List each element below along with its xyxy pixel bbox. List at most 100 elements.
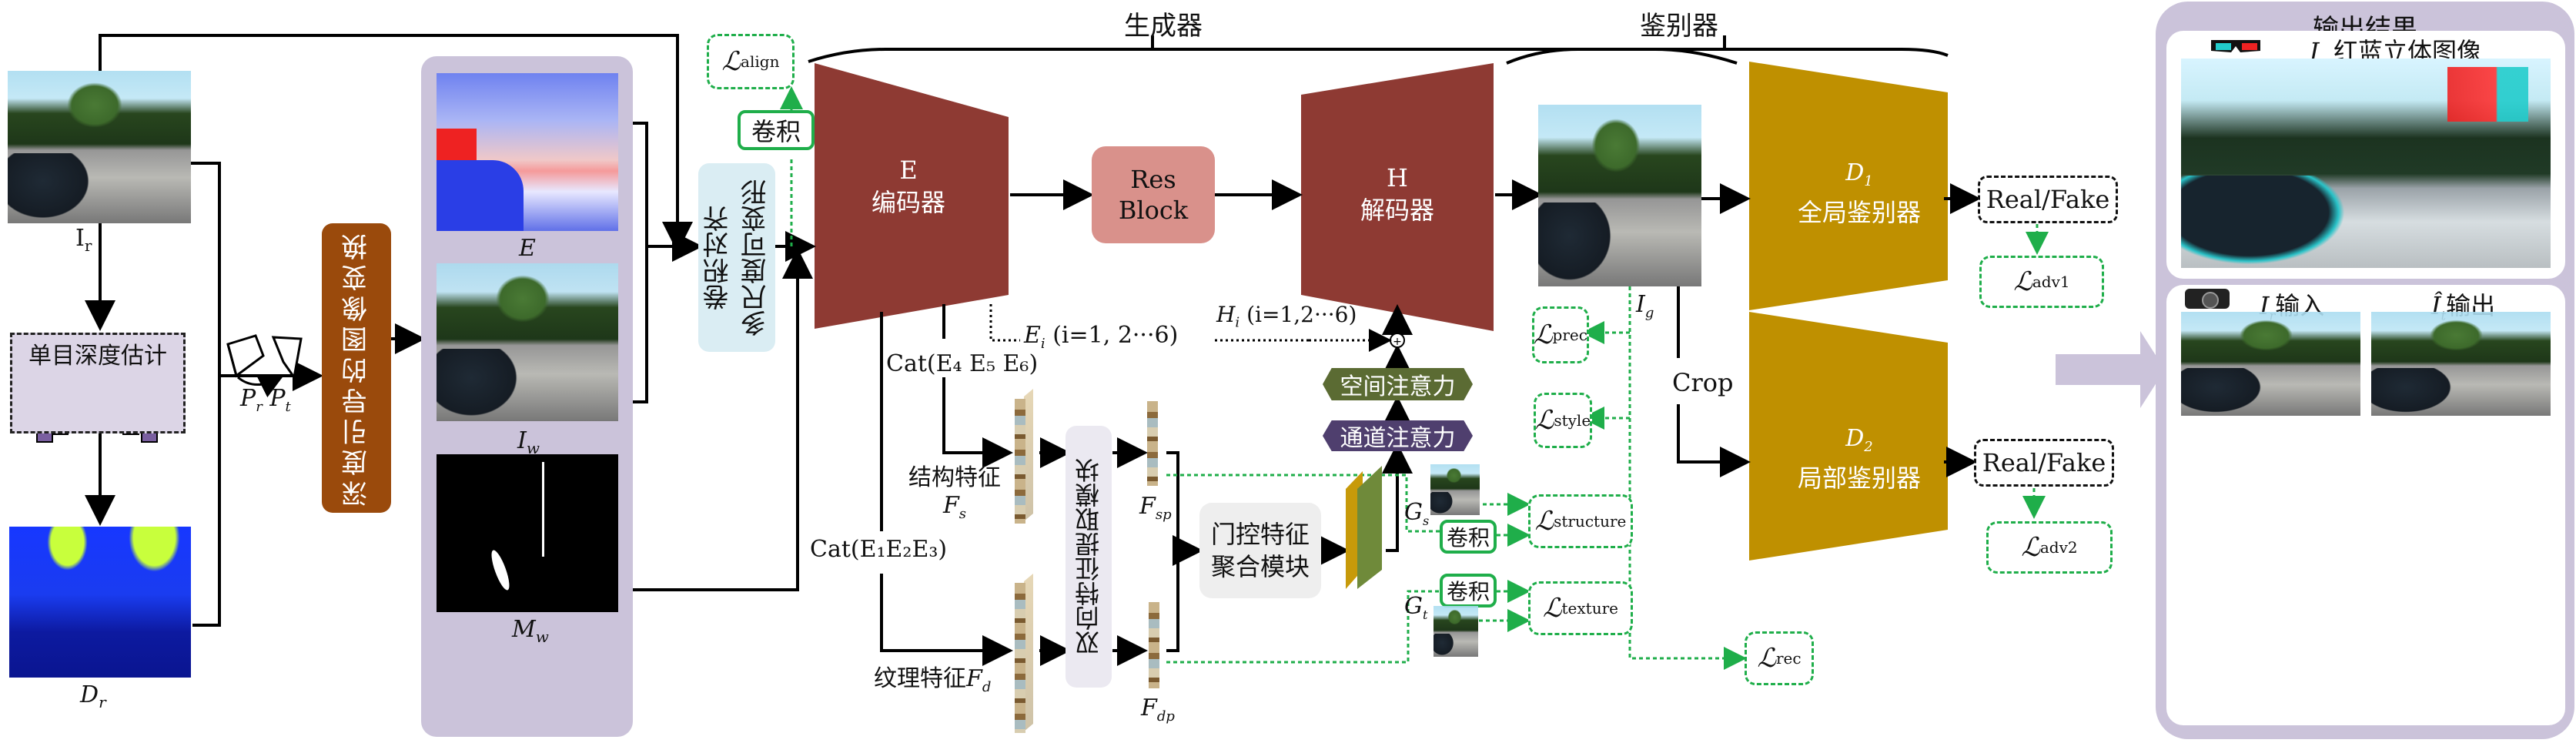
structure-conv-box: 卷积 [1440,520,1497,554]
cat-high-label: Cat(E₄ E₅ E₆) [886,350,1039,377]
texture-output-subscript: dp [1156,708,1175,725]
output-flow-arrow [2056,331,2165,408]
bidirectional-extraction-module: 双向特征提取模块 [1066,426,1112,688]
loss-style-subscript: style [1554,411,1591,430]
d2-label: D2 局部鉴别器 [1794,423,1925,494]
output-image [2371,312,2551,416]
loss-align-symbol: ℒ [721,46,741,77]
occlusion-mask-label: Mw [512,616,549,646]
align-conv-box: 卷积 [738,110,815,150]
add-symbol: + [1393,336,1402,348]
warped-image-subscript: w [526,439,540,457]
crop-label: Crop [1672,368,1734,397]
structure-output-subscript: sp [1155,507,1172,523]
occlusion-mask-subscript: w [535,628,549,646]
loss-structure-subscript: structure [1554,512,1627,530]
structure-feature-label: 结构特征 Fs [908,458,1001,522]
generated-image [1538,105,1701,286]
error-map-label: E [519,235,536,262]
d2-symbol: D [1845,425,1865,452]
gated-aggregation-module: 门控特征 聚合模块 [1199,503,1321,598]
depth-map-label: Dr [80,681,106,711]
d2-name: 局部鉴别器 [1797,464,1921,493]
texture-output-label: Fdp [1141,694,1175,725]
structure-output-label: Fsp [1139,493,1172,523]
texture-conv-box: 卷积 [1440,574,1497,607]
loss-adv2-subscript: adv2 [2039,538,2078,557]
res-block-line2: Block [1118,196,1189,225]
occlusion-mask-symbol: M [512,616,536,643]
gated-aggregation-label-2: 聚合模块 [1210,552,1310,581]
res-block: Res Block [1092,146,1215,243]
reference-image [8,71,191,223]
generator-brace [808,35,1738,65]
d1-subscript: 1 [1864,173,1873,189]
decoder-label: H 解码器 [1336,162,1459,226]
res-block-line1: Res [1130,165,1176,194]
structure-feature-subscript: s [958,506,967,522]
deformable-alignment-module: 多尺度可变形 卷积对齐 [698,163,775,352]
structure-guidance-subscript: s [1422,514,1430,528]
structure-guidance-image [1430,464,1480,515]
loss-style-symbol: ℒ [1534,405,1554,436]
loss-rec-subscript: rec [1775,649,1802,668]
structure-guidance-label: Gs [1404,499,1429,528]
texture-output-feature-map [1149,602,1159,688]
pose-t-subscript: t [285,399,291,415]
pose-r-subscript: r [256,399,263,415]
encoder-skip-subscript: i [1040,336,1045,352]
generated-image-subscript: g [1644,305,1654,321]
depth-map-subscript: r [99,693,106,711]
loss-texture-symbol: ℒ [1543,593,1562,624]
structure-output-feature-map [1147,401,1158,486]
loss-texture-subscript: texture [1561,599,1618,617]
d1-label: D1 全局鉴别器 [1794,158,1925,228]
decoder-skip-subscript: i [1235,314,1240,331]
input-image [2181,312,2360,416]
texture-guidance-symbol: G [1404,593,1423,620]
warped-image-symbol: I [517,427,527,454]
encoder-skip-range: (i=1, 2···6) [1052,322,1179,349]
texture-feature-subscript: d [982,679,992,695]
depth-guided-warp-module: 深度引导的图像变换 [322,223,391,513]
camera-icon [2185,289,2230,309]
d1-symbol: D [1845,159,1865,186]
loss-adv2-symbol: ℒ [2021,532,2040,563]
fused-feature-stack [1346,466,1382,589]
error-map-image [437,73,618,231]
texture-feature-symbol: F [966,665,982,692]
3d-glasses-icon [2210,37,2262,57]
depth-estimation-label: 单目深度估计 [28,343,167,370]
texture-guidance-label: Gt [1404,593,1427,622]
reference-image-symbol: I [75,225,85,252]
loss-rec-symbol: ℒ [1757,643,1776,674]
structure-guidance-symbol: G [1404,499,1423,526]
depth-map-symbol: D [80,681,99,708]
d1-name: 全局鉴别器 [1797,198,1921,227]
generator-title: 生成器 [1124,11,1203,42]
loss-prec-symbol: ℒ [1534,320,1553,350]
reference-image-subscript: r [84,236,92,255]
bidirectional-extraction-label: 双向特征提取模块 [1074,458,1103,655]
real-fake-1: Real/Fake [1978,176,2118,223]
texture-guidance-subscript: t [1422,607,1428,622]
generated-image-symbol: I [1636,291,1645,318]
encoder-label: E 编码器 [847,154,970,219]
decoder-symbol: H [1387,163,1408,192]
loss-adv1-symbol: ℒ [2013,266,2032,297]
deformable-alignment-label-1: 多尺度可变形 [741,179,771,336]
texture-guidance-image [1434,606,1478,657]
add-node [1390,333,1405,348]
texture-feature-name: 纹理特征 [874,665,966,692]
cat-low-label: Cat(E₁E₂E₃) [810,536,948,563]
d2-subscript: 2 [1864,439,1873,455]
structure-feature-map [1015,399,1025,524]
pose-t-symbol: P [269,385,286,412]
camera-pose-icon [226,334,303,398]
anaglyph-image [2181,59,2551,268]
